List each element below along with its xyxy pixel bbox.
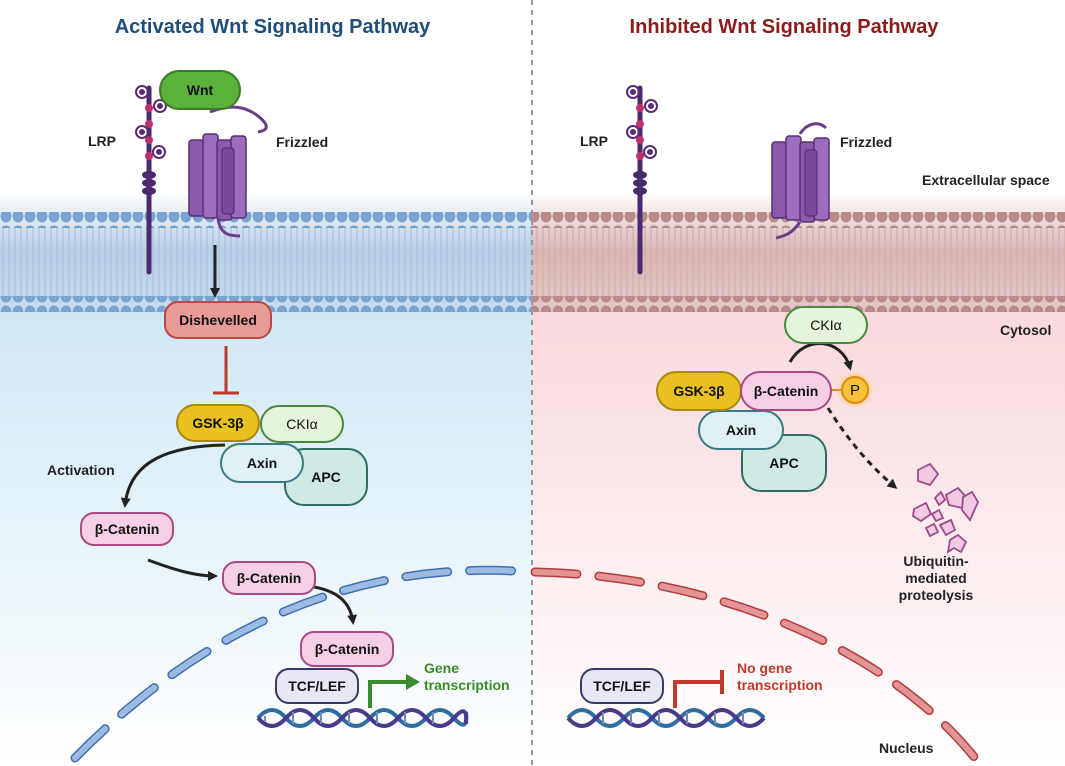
gene-inhibition-bar-icon (673, 670, 724, 708)
activation-arrow (120, 443, 226, 508)
cytosol-label: Cytosol (1000, 322, 1052, 338)
axin-protein-left: Axin (220, 443, 304, 483)
no-gene-transcription-line1: No gene (737, 660, 793, 676)
proteolysis-line3: proteolysis (898, 587, 974, 603)
wnt-ligand: Wnt (159, 70, 241, 110)
catenin-translocation-arrow-1 (147, 558, 218, 581)
no-gene-transcription-label: No gene transcription (737, 660, 847, 694)
ubiquitin-proteolysis-label: Ubiquitin- mediated proteolysis (878, 553, 994, 604)
activation-label: Activation (47, 462, 115, 478)
no-gene-transcription-line2: transcription (737, 677, 823, 693)
gene-activation-arrow-icon (368, 674, 420, 708)
proteolysis-line2: mediated (905, 570, 967, 586)
gsk3b-protein-right: GSK-3β (656, 371, 742, 411)
degradation-arrow (826, 407, 898, 489)
protein-fragments-icon (912, 462, 980, 554)
beta-catenin-cytosol: β-Catenin (80, 512, 174, 546)
inhibition-bar-icon (213, 346, 239, 395)
lrp-label-right: LRP (580, 133, 608, 149)
left-panel-title: Activated Wnt Signaling Pathway (114, 16, 431, 38)
lrp-flower-icons-left (135, 85, 167, 159)
nuclear-envelope-right (532, 569, 978, 761)
lrp-flower-icons-right (626, 85, 658, 159)
nuclear-envelope-left (72, 567, 533, 761)
lrp-receptor-right (633, 85, 647, 275)
gene-transcription-line1: Gene (424, 660, 460, 676)
axin-protein-right: Axin (698, 410, 784, 450)
frizzled-label-right: Frizzled (840, 134, 893, 150)
gene-transcription-label: Gene transcription (424, 660, 524, 694)
membrane-left (0, 192, 532, 312)
ck1a-protein-left: CKIα (260, 405, 344, 443)
frizzled-receptor-left (188, 105, 268, 238)
tcf-lef-left: TCF/LEF (275, 668, 359, 704)
dna-helix-right (566, 708, 766, 728)
right-panel-title: Inhibited Wnt Signaling Pathway (629, 16, 939, 38)
frizzled-label-left: Frizzled (276, 134, 329, 150)
lrp-receptor-left (142, 85, 156, 275)
dna-helix-left (256, 708, 469, 728)
beta-catenin-right: β-Catenin (740, 371, 832, 411)
nucleus-label: Nucleus (879, 740, 934, 756)
frizzled-receptor-right (771, 122, 830, 240)
gene-transcription-line2: transcription (424, 677, 510, 693)
proteolysis-line1: Ubiquitin- (903, 553, 969, 569)
extracellular-space-label: Extracellular space (922, 172, 1050, 188)
phosphate-group-icon: P (841, 376, 869, 404)
tcf-lef-right: TCF/LEF (580, 668, 664, 704)
dishevelled-protein: Dishevelled (164, 301, 272, 339)
phospho-bond (830, 389, 844, 391)
lrp-label-left: LRP (88, 133, 116, 149)
ck1a-protein-right: CKIα (784, 306, 868, 344)
gsk3b-protein-left: GSK-3β (176, 404, 260, 442)
beta-catenin-translocating: β-Catenin (222, 561, 316, 595)
beta-catenin-nuclear: β-Catenin (300, 631, 394, 667)
